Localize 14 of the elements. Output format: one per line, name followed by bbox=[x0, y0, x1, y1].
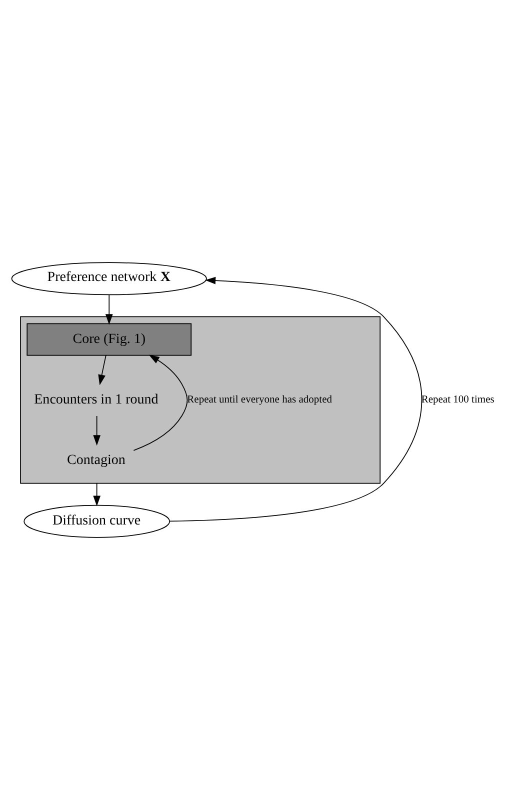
node-box: Core (Fig. 1) bbox=[26, 323, 192, 356]
node-ellipse: Diffusion curve bbox=[24, 504, 170, 538]
arrow bbox=[93, 482, 101, 506]
node-text: Contagion bbox=[67, 452, 126, 468]
arrow bbox=[98, 354, 106, 386]
node-text: Encounters in 1 round bbox=[34, 391, 158, 408]
arrow bbox=[133, 354, 188, 451]
edge-label: Repeat until everyone has adopted bbox=[187, 394, 332, 406]
edge-label: Repeat 100 times bbox=[421, 394, 494, 406]
arrow bbox=[169, 276, 422, 522]
node-ellipse: Preference network X bbox=[11, 262, 207, 296]
cluster bbox=[20, 316, 381, 484]
arrow bbox=[93, 416, 101, 446]
arrow bbox=[105, 294, 113, 325]
